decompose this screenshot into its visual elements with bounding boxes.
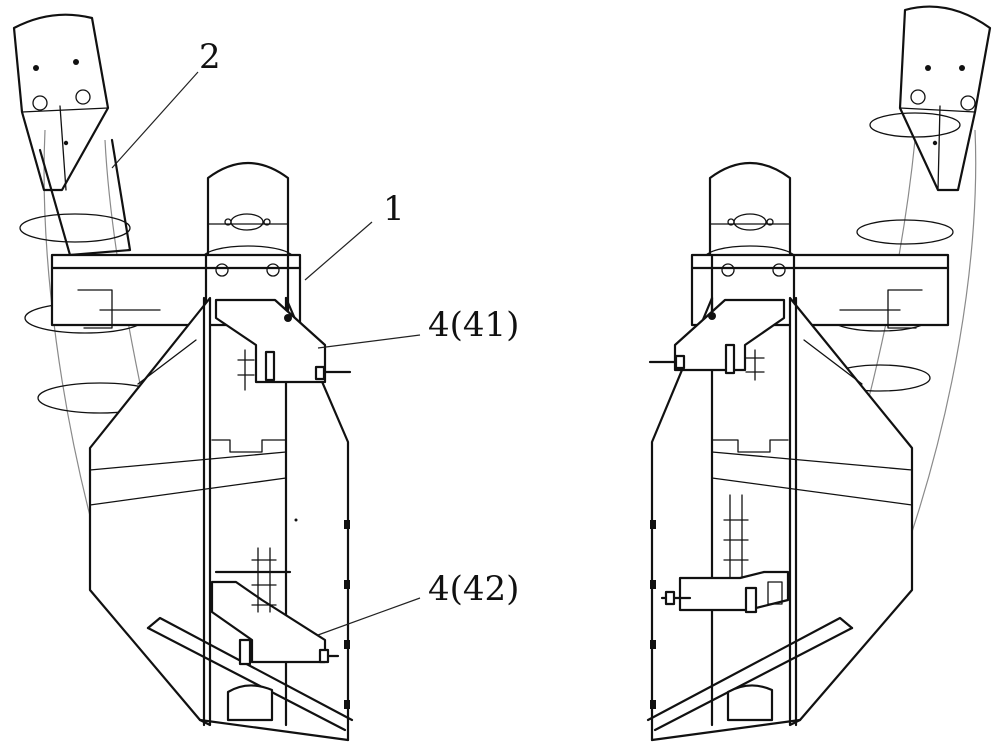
leader-line-1: [304, 221, 373, 281]
leader-line-2: [111, 71, 199, 169]
callout-label-4-42: 4(42): [428, 569, 520, 609]
callout-label-1: 1: [383, 189, 405, 229]
right-assembly: [646, 5, 992, 742]
leader-line-41: [317, 334, 421, 349]
callout-leaders: [111, 71, 421, 636]
left-hopper-body: [88, 296, 354, 742]
right-lower-bracket: [660, 494, 790, 614]
right-upper-bracket: [648, 298, 786, 381]
left-upper-bracket: [214, 298, 352, 391]
left-top-cylinder: [202, 161, 294, 271]
callout-label-4-41: 4(41): [428, 305, 520, 345]
leader-line-42: [317, 597, 421, 636]
left-lower-bracket: [210, 547, 340, 666]
left-assembly: [12, 13, 354, 742]
callout-label-2: 2: [199, 37, 221, 77]
